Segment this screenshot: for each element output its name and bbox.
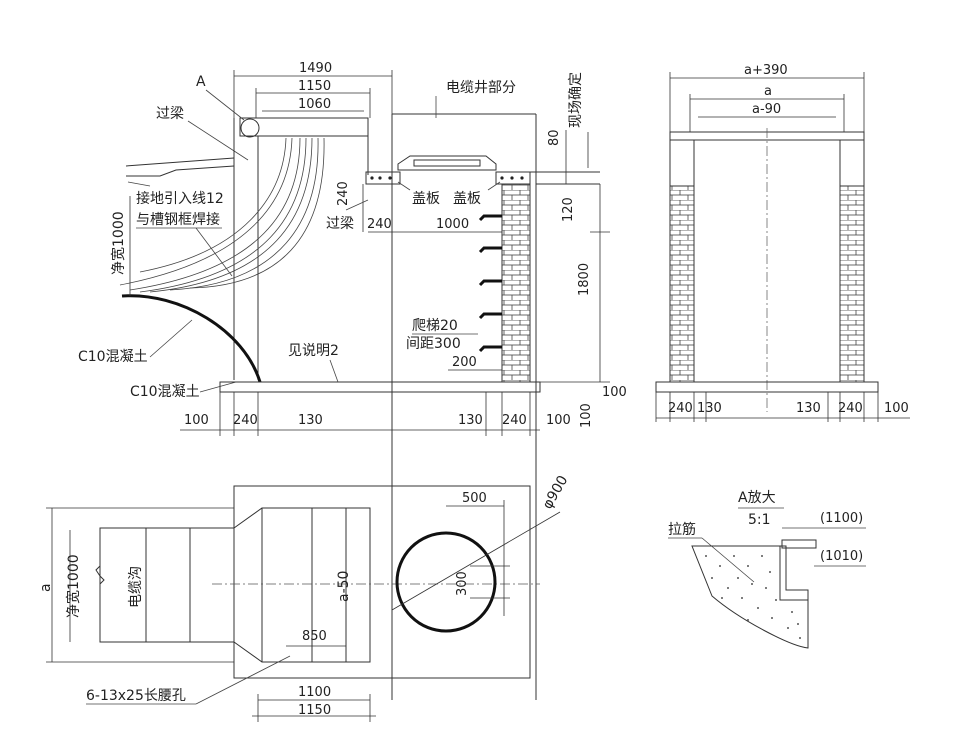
cable-well-label: 电缆井部分: [446, 80, 516, 96]
bottom-dim-130b: 130: [458, 413, 483, 428]
tie-bar-label: 拉筋: [668, 521, 696, 538]
beam-label-top: 过梁: [156, 106, 184, 122]
ladder-label-1: 爬梯20: [412, 318, 458, 334]
dim-200: 200: [452, 355, 477, 370]
dim-120: 120: [561, 197, 576, 222]
c10-concrete-label-2: C10混凝土: [130, 384, 200, 400]
enlarge-title: A放大: [738, 490, 776, 506]
section-dim-240b: 240: [838, 401, 863, 416]
dim-100-right: 100: [602, 385, 627, 400]
plan-dim-500: 500: [462, 491, 487, 506]
section-view: a+390 a a-90 240 130 130 240 100: [655, 63, 910, 422]
section-dim-a: a: [764, 84, 772, 99]
see-note-label: 见说明2: [288, 343, 339, 359]
detail-a-view: A放大 5:1 拉筋 (1100) (1010): [668, 490, 866, 649]
section-brick-left: [669, 185, 695, 383]
bottom-dim-100a: 100: [184, 413, 209, 428]
plan-dim-1100: 1100: [298, 685, 331, 700]
ladder-label-2: 间距300: [406, 336, 461, 352]
dim-240-vertical: 240: [336, 181, 351, 206]
detail-a-circle: [240, 118, 260, 138]
plan-dim-a: a: [38, 583, 54, 592]
plan-net-width: 净宽1000: [65, 554, 82, 618]
bottom-dim-240b: 240: [502, 413, 527, 428]
bottom-dim-240a: 240: [233, 413, 258, 428]
section-dim-a390: a+390: [744, 63, 788, 78]
section-dim-100: 100: [884, 401, 909, 416]
manhole-circle: [395, 531, 497, 633]
cover-label-2: 盖板: [453, 191, 481, 207]
grounding-label-2: 与槽钢框焊接: [136, 211, 220, 228]
slot-holes-label: 6-13x25长腰孔: [86, 688, 186, 704]
dim-1150: 1150: [298, 79, 331, 94]
dim-240: 240: [367, 217, 392, 232]
concrete-stipple: [705, 555, 801, 639]
plan-dim-1150: 1150: [298, 703, 331, 718]
brick-wall-right: [501, 183, 531, 383]
plan-a50: a-50: [336, 571, 352, 602]
elevation-view: 1490 1150 1060 A 过梁 净宽1000: [78, 61, 627, 700]
cover-label-1: 盖板: [412, 191, 440, 207]
bottom-dim-100-vertical: 100: [579, 403, 594, 428]
enlarge-dim-1010: (1010): [820, 549, 863, 564]
dim-80: 80: [547, 129, 562, 146]
grounding-label-1: 接地引入线12: [136, 190, 224, 207]
dim-1800: 1800: [577, 263, 592, 296]
bottom-dim-130a: 130: [298, 413, 323, 428]
enlarge-dim-1100: (1100): [820, 511, 863, 526]
section-brick-right: [839, 185, 865, 383]
bottom-dim-100b: 100: [546, 413, 571, 428]
beam-label-mid: 过梁: [326, 216, 354, 232]
section-dim-240a: 240: [668, 401, 693, 416]
site-determine-label: 现场确定: [568, 72, 584, 128]
section-dim-130a: 130: [697, 401, 722, 416]
phi900-label: φ900: [540, 473, 572, 512]
plan-view: a 净宽1000 电缆沟 a-50 850 6-13x25长腰孔 φ900 50…: [38, 473, 571, 722]
detail-a-mark: A: [196, 74, 206, 90]
cable-trench-label: 电缆沟: [128, 566, 144, 608]
section-dim-130b: 130: [796, 401, 821, 416]
plan-dim-300: 300: [455, 571, 470, 596]
plan-dim-850: 850: [302, 629, 327, 644]
net-width-label: 净宽1000: [110, 211, 127, 275]
enlarge-scale: 5:1: [748, 512, 771, 528]
section-dim-a90: a-90: [752, 102, 781, 117]
dim-1060: 1060: [298, 97, 331, 112]
c10-concrete-label-1: C10混凝土: [78, 349, 148, 365]
dim-1490: 1490: [299, 61, 332, 76]
dim-1000: 1000: [436, 217, 469, 232]
ladder: [478, 214, 502, 353]
